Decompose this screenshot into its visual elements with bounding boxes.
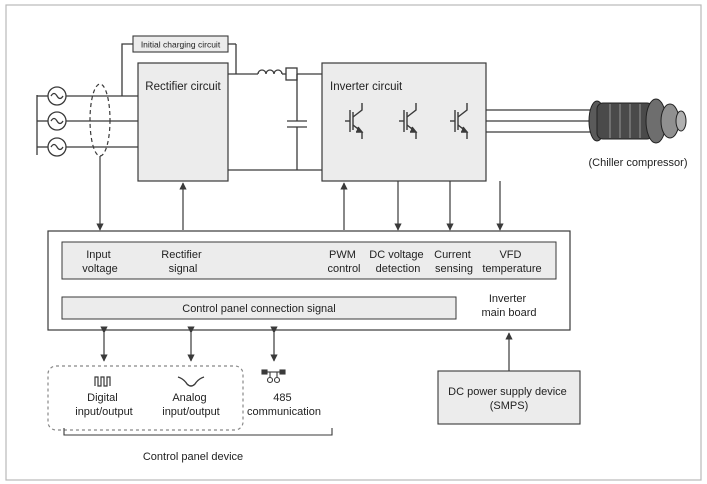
figure-frame bbox=[5, 4, 702, 481]
comm-label: 485 communication bbox=[247, 392, 321, 418]
rectifier-box bbox=[137, 62, 229, 182]
control-panel-signal-box bbox=[61, 296, 457, 320]
output-lines bbox=[486, 109, 590, 133]
input-voltage-line2: voltage bbox=[82, 263, 117, 275]
current-sensing-line1: Current bbox=[434, 249, 471, 261]
inverter-label: Inverter circuit bbox=[330, 81, 403, 93]
igbt-icon bbox=[450, 103, 469, 139]
dc-voltage-line1: DC voltage bbox=[369, 249, 423, 261]
analog-io-line1: Analog bbox=[172, 392, 206, 404]
initial-charging-label: Initial charging circuit bbox=[141, 40, 221, 50]
main-board-line2: main board bbox=[481, 307, 536, 319]
input-voltage-line1: Input bbox=[86, 249, 110, 261]
vfd-temperature-line2: temperature bbox=[482, 263, 541, 275]
digital-io-label: Digital input/output bbox=[75, 392, 133, 418]
compressor-label: (Chiller compressor) bbox=[588, 157, 687, 169]
dc-power-label: DC power supply device (SMPS) bbox=[448, 386, 570, 412]
analog-signal-icon bbox=[177, 376, 205, 387]
pwm-control-line1: PWM bbox=[329, 249, 356, 261]
network-icon bbox=[261, 369, 286, 384]
digital-signal-icon bbox=[94, 376, 111, 387]
igbt-group bbox=[345, 103, 469, 139]
analog-io-line2: input/output bbox=[162, 406, 220, 418]
control-devices-dashed-box bbox=[47, 365, 244, 431]
current-sensing-line2: sensing bbox=[435, 263, 473, 275]
signal-strip-box bbox=[61, 241, 557, 280]
control-panel-bracket bbox=[63, 428, 333, 436]
input-voltage-label: Input voltage bbox=[82, 249, 117, 275]
signal-labels: Input voltage Rectifier signal PWM contr… bbox=[82, 249, 541, 275]
dc-power-line1: DC power supply device bbox=[448, 386, 567, 398]
pwm-control-label: PWM control bbox=[327, 249, 360, 275]
control-panel-signal-label: Control panel connection signal bbox=[182, 303, 336, 315]
rectifier-signal-line2: signal bbox=[169, 263, 198, 275]
ac-source-group bbox=[36, 86, 138, 157]
input-sensor-ellipse bbox=[89, 83, 111, 157]
dc-voltage-label: DC voltage detection bbox=[369, 249, 426, 275]
inductor-icon bbox=[257, 69, 283, 75]
signal-connectors bbox=[96, 156, 504, 231]
comm-line2: communication bbox=[247, 406, 321, 418]
rectifier-label: Rectifier circuit bbox=[145, 81, 221, 93]
igbt-icon bbox=[345, 103, 364, 139]
initial-charging-box bbox=[132, 35, 229, 53]
initial-charging-group: Initial charging circuit bbox=[121, 35, 237, 96]
current-sensing-label: Current sensing bbox=[434, 249, 474, 275]
rectifier-signal-label: Rectifier signal bbox=[161, 249, 204, 275]
digital-io-line2: input/output bbox=[75, 406, 133, 418]
main-board-line1: Inverter bbox=[489, 293, 527, 305]
vfd-temperature-label: VFD temperature bbox=[482, 249, 541, 275]
bottom-connectors bbox=[100, 326, 513, 371]
main-board-label: Inverter main board bbox=[481, 293, 536, 319]
chiller-compressor-icon bbox=[588, 98, 687, 144]
dc-voltage-line2: detection bbox=[376, 263, 421, 275]
digital-io-line1: Digital bbox=[87, 392, 118, 404]
igbt-icon bbox=[399, 103, 418, 139]
pwm-control-line2: control bbox=[327, 263, 360, 275]
control-panel-device-label: Control panel device bbox=[143, 451, 243, 463]
fuse-icon bbox=[285, 67, 298, 81]
dc-power-line2: (SMPS) bbox=[490, 400, 529, 412]
dc-link-group bbox=[228, 67, 322, 171]
dc-power-box bbox=[437, 370, 581, 425]
comm-line1: 485 bbox=[273, 392, 291, 404]
vfd-temperature-line1: VFD bbox=[499, 249, 521, 261]
analog-io-label: Analog input/output bbox=[162, 392, 220, 418]
rectifier-signal-line1: Rectifier bbox=[161, 249, 202, 261]
